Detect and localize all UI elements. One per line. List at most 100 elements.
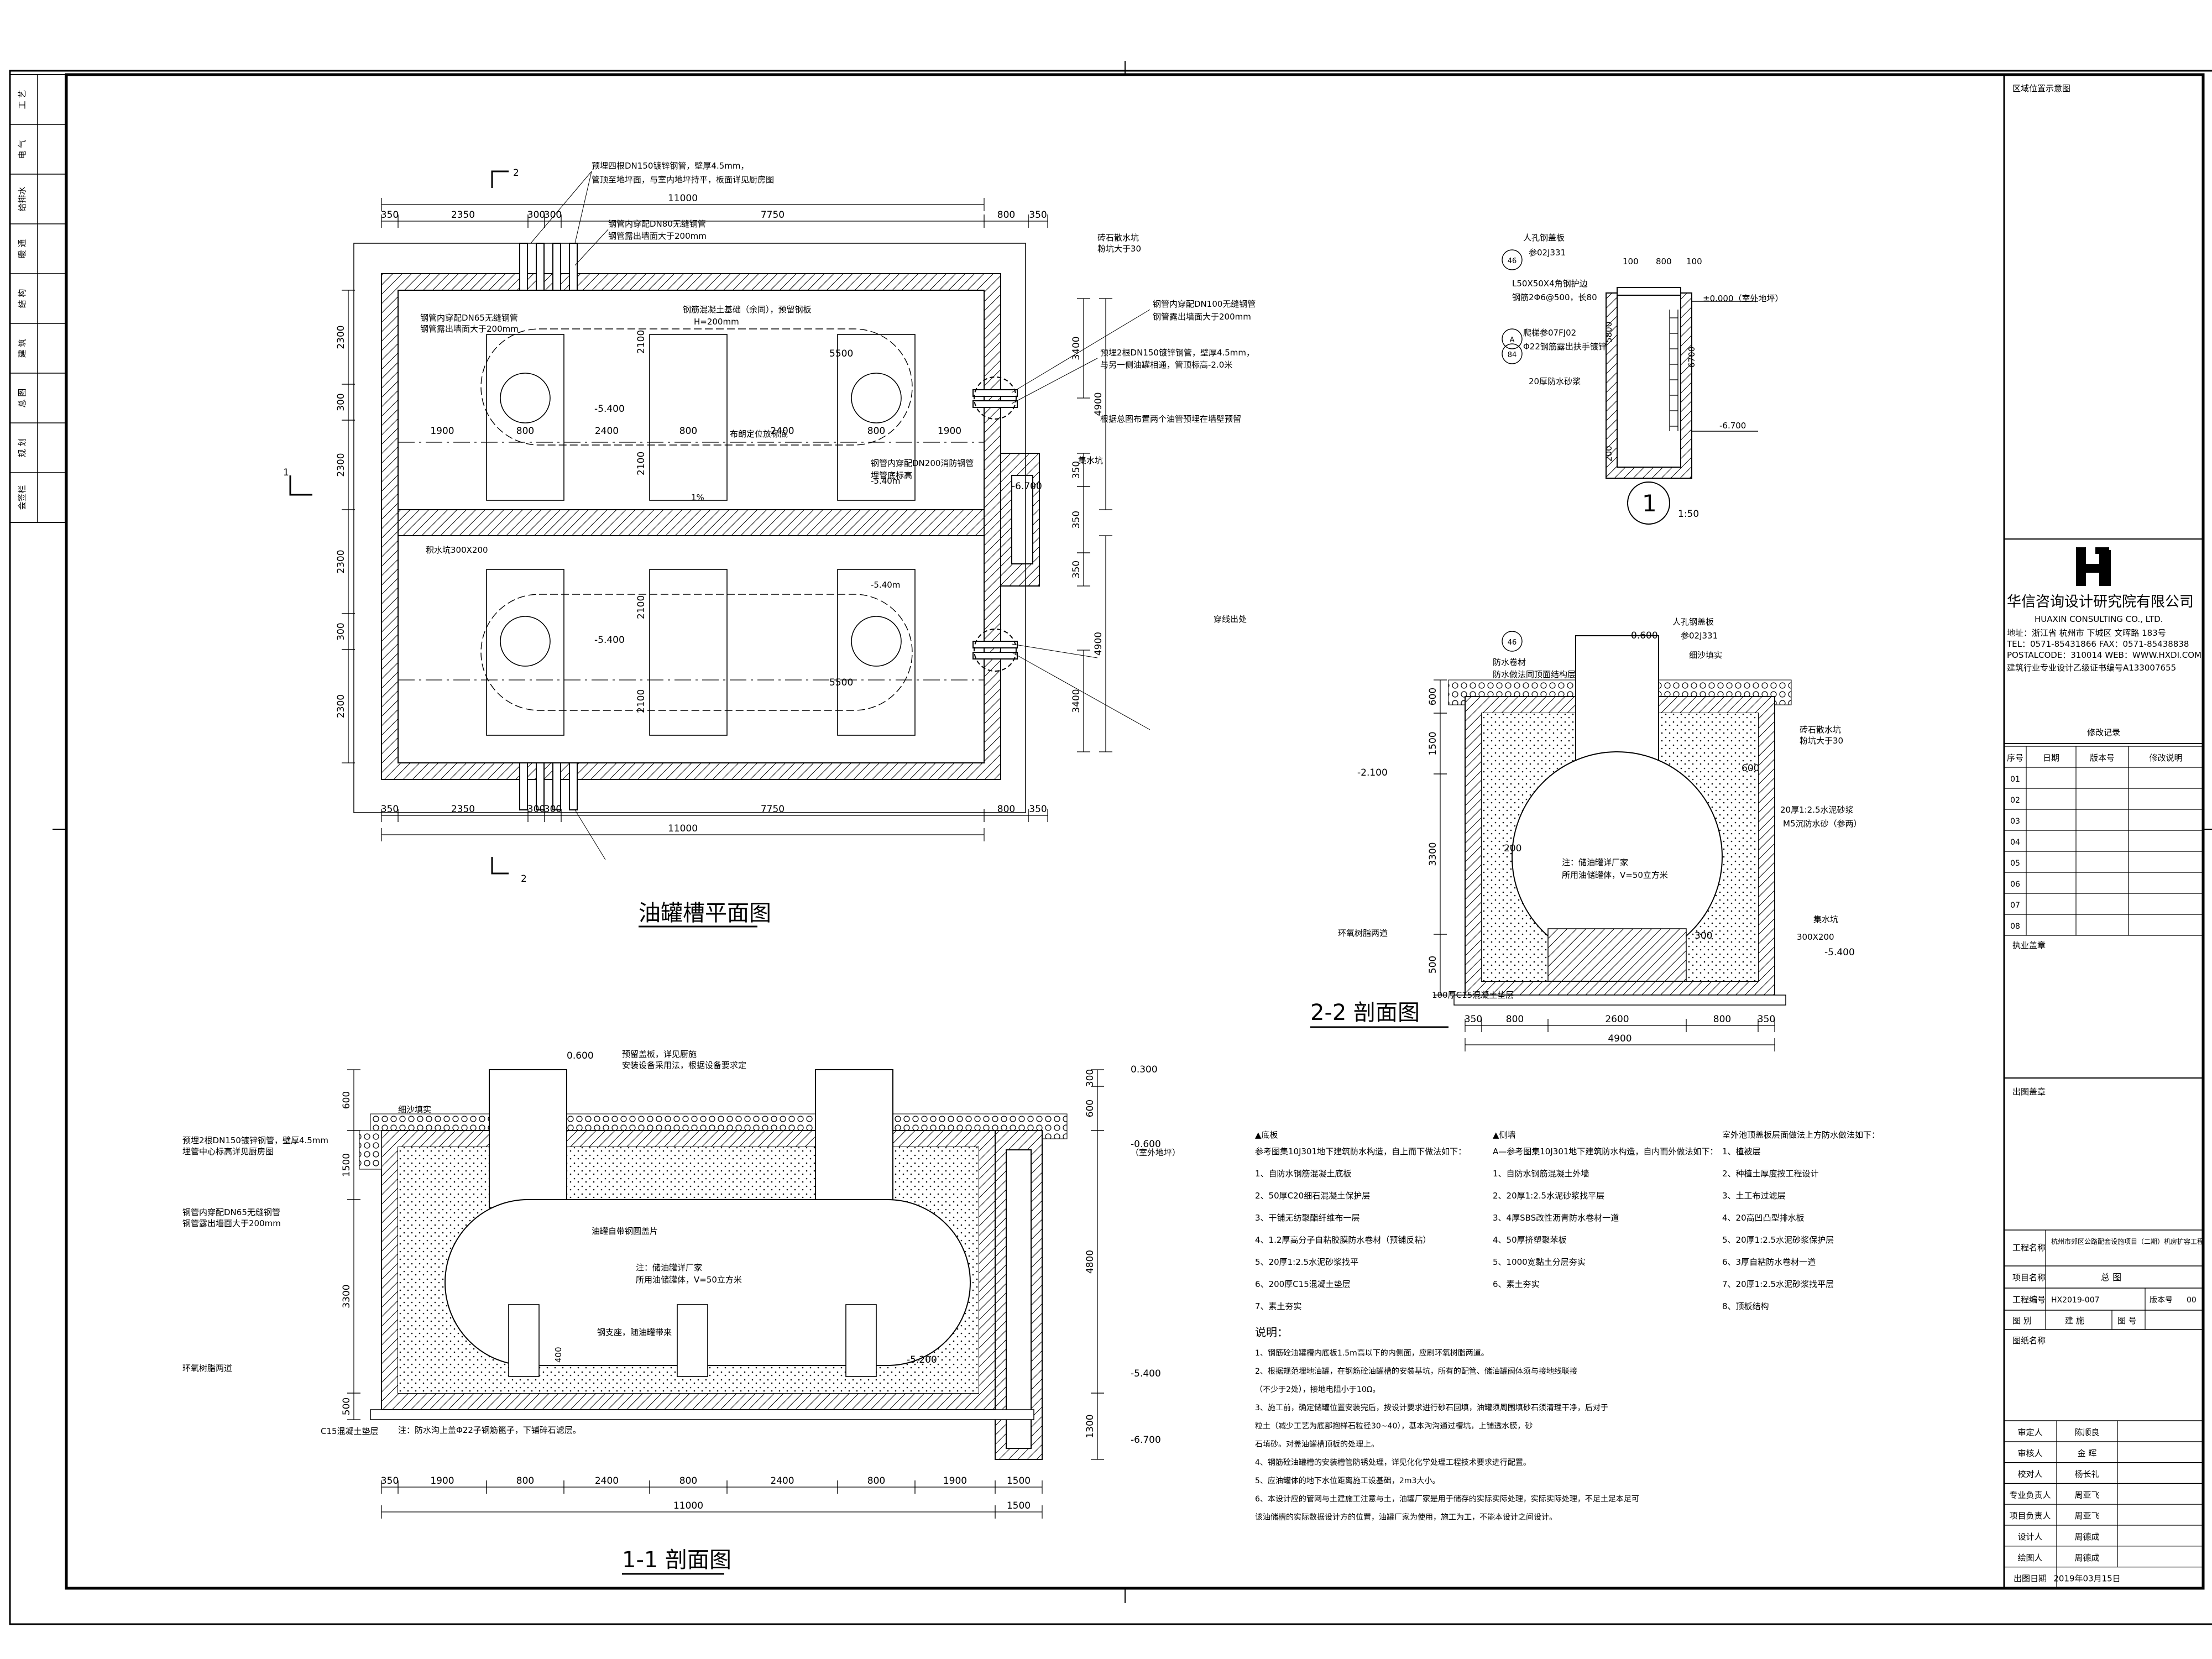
staff-name: 周德成 (2074, 1532, 2099, 1542)
plan-dim-left: 2300 (336, 549, 347, 573)
staff-name: 金 晖 (2078, 1448, 2097, 1458)
strip-label: 总 图 (17, 389, 27, 408)
section11-dim-bottom: 800 (867, 1475, 885, 1487)
plan-dim-top: 300 (527, 210, 545, 221)
section11-title: 1-1 剖面图 (622, 1547, 731, 1573)
section11-dim-bottom: 1900 (430, 1475, 454, 1487)
plan-dim-bottom: 350 (1029, 804, 1047, 815)
section22-label: 注：储油罐详厂家 (1562, 857, 1628, 867)
plan-inner-vdim: 2100 (636, 452, 647, 475)
section11-elevation: 0.600 (567, 1050, 594, 1061)
section11-dim-left: 1500 (341, 1153, 352, 1177)
detail1-dim: 200 (1604, 446, 1614, 462)
plan-tank-upper (398, 328, 984, 446)
notes-desc-line: 3、施工前，确定储罐位置安装完后，按设计要求进行砂石回填，油罐须周围填砂石须清理… (1255, 1403, 1608, 1412)
staff-name: 周亚飞 (2074, 1490, 2099, 1500)
plan-label: 粉坑大于30 (1097, 244, 1141, 254)
plan-dim-top: 7750 (761, 210, 785, 221)
section22-label: 20厚1:2.5水泥砂浆 (1780, 805, 1854, 815)
revision-row-no: 02 (2010, 796, 2020, 805)
notes-block: ▲底板 ▲侧墙 室外池顶盖板层面做法上方防水做法如下： 说明： 参考图集10J3… (1255, 1130, 1880, 1522)
notes-line: 1、自防水钢筋混凝土外墙 (1493, 1169, 1589, 1179)
revision-header: 日期 (2043, 753, 2059, 763)
notes-line: 4、20高凹凸型排水板 (1722, 1213, 1805, 1223)
plan-label: 钢管内穿配DN200消防钢管 (871, 458, 974, 468)
detail1-dim: 800 (1656, 257, 1672, 266)
revision-header: 序号 (2007, 753, 2023, 763)
notes-line: 5、1000宽黏土分层夯实 (1493, 1257, 1586, 1267)
detail1-number: 1 (1642, 490, 1657, 517)
plan-inner-hdim: 5500 (829, 348, 853, 359)
plan-label: 钢管露出墙面大于200mm (1153, 312, 1251, 322)
section22-dim-small: 600 (1742, 763, 1759, 774)
detail1-label: 20厚防水砂浆 (1529, 376, 1581, 386)
notes-line: 5、20厚1:2.5水泥砂浆找平 (1255, 1257, 1358, 1267)
title-block: 区域位置示意图 华信咨询设计研究院有限公司 HUAXIN CONSULTING … (2003, 75, 2204, 1588)
revision-row-no: 08 (2010, 922, 2020, 931)
plan-inner-dim: 800 (679, 426, 697, 437)
notes-line: 6、3厚自粘防水卷材一道 (1722, 1257, 1816, 1267)
strip-label: 工 艺 (17, 90, 27, 109)
plan-label: H=200mm (694, 317, 739, 327)
company-name-en: HUAXIN CONSULTING CO., LTD. (2035, 614, 2163, 624)
plan-dim-bottom: 2350 (451, 804, 475, 815)
section11-dim-right: 300 (1085, 1069, 1096, 1087)
plan-sump-pit (1000, 453, 1040, 587)
revision-row-no: 04 (2010, 838, 2020, 847)
section11-dim-right: 4800 (1085, 1250, 1096, 1274)
plan-dim-top: 350 (381, 210, 399, 221)
plan-label: 埋管底标高 (871, 470, 912, 480)
plan-dim-top: 800 (997, 210, 1015, 221)
detail1-label: L50X50X4角钢护边 (1512, 279, 1588, 289)
section11-dim-bottom: 800 (516, 1475, 534, 1487)
section11-dim-bottom: 1900 (943, 1475, 967, 1487)
staff-role: 专业负责人 (2009, 1490, 2051, 1500)
section22-label: 粉坑大于30 (1800, 736, 1843, 746)
plan-dim-bottom: 300 (527, 804, 545, 815)
notes-line: 6、素土夯实 (1493, 1279, 1540, 1289)
revision-header: 修改说明 (2149, 753, 2182, 763)
plan-dim-right: 350 (1071, 561, 1082, 578)
company-logo (2076, 547, 2111, 586)
plan-section-mark-bottom: 2 (521, 873, 527, 885)
plan-label: 集水坑 (1078, 456, 1103, 465)
section11-dim-left: 3300 (341, 1284, 352, 1308)
section11-label: 注：防水沟上盖Φ22子钢筋篦子，下铺碎石滤层。 (398, 1425, 581, 1435)
plan-dim-right: 3400 (1071, 336, 1082, 360)
section11-label: 预埋2根DN150镀锌钢管，壁厚4.5mm (182, 1135, 328, 1145)
plan-inner-dim: 800 (867, 426, 885, 437)
plan-dim-top-total: 11000 (668, 193, 698, 204)
notes-desc-line: 6、本设计应的管网与土建施工注意与土，油罐厂家是用于储存的实际实际处理，实际实际… (1255, 1494, 1639, 1504)
detail-1: 1 1:50 人孔钢盖板参02J331L50X50X4角钢护边钢筋2Φ6@500… (1502, 233, 1784, 652)
section11-dim-bottom: 2400 (770, 1475, 794, 1487)
plan-label: 与另一侧油罐相通，管顶标高-2.0米 (1100, 360, 1232, 370)
section11-label: 所用油储罐体，V=50立方米 (636, 1275, 742, 1285)
section22-dim-bottom: 800 (1713, 1014, 1731, 1025)
plan-tank-supports (486, 334, 916, 736)
notes-line: 2、种植土厚度按工程设计 (1722, 1169, 1819, 1179)
detail1-callout: 46 (1508, 639, 1517, 647)
plan-dim-bottom: 7750 (761, 804, 785, 815)
notes-line: 7、20厚1:2.5水泥砂浆找平层 (1722, 1279, 1834, 1289)
plan-dim-bottom: 300 (544, 804, 562, 815)
section11-dim-left: 500 (341, 1398, 352, 1415)
plan-inner-dim: 1900 (938, 426, 961, 437)
section11-label: 钢管露出墙面大于200mm (182, 1218, 281, 1228)
section11-dim-left: 600 (341, 1091, 352, 1109)
plan-dim-left: 2300 (336, 694, 347, 718)
notes-desc-line: 5、应油罐体的地下水位距离施工设基础，2m3大小。 (1255, 1476, 1440, 1485)
notes-line: 2、50厚C20细石混凝土保护层 (1255, 1191, 1370, 1201)
company-name-cn: 华信咨询设计研究院有限公司 (2007, 594, 2194, 610)
detail1-callout: 46 (1508, 257, 1517, 265)
staff-role: 校对人 (2017, 1469, 2042, 1479)
plan-label: 钢管内穿配DN100无缝钢管 (1153, 299, 1256, 309)
section11-dim-bottom: 1500 (1007, 1475, 1031, 1487)
